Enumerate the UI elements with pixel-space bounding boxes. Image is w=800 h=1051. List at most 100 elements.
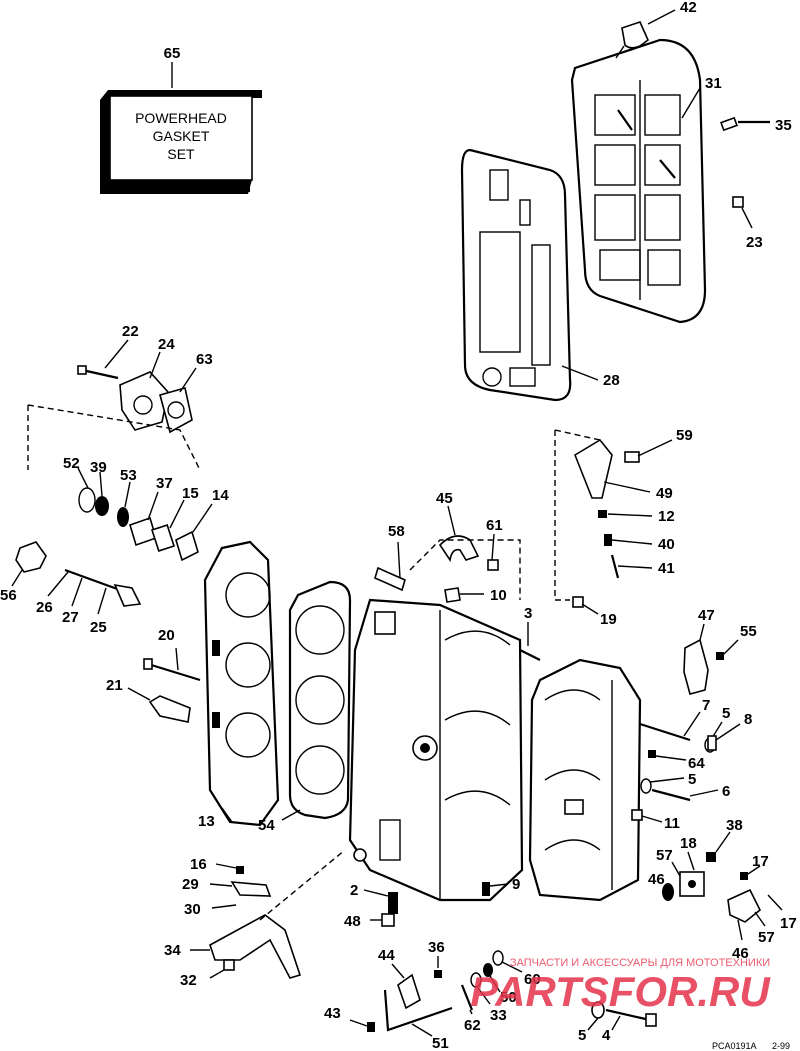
part-23-dowel: 23 <box>732 196 763 251</box>
callout-17a: 17 <box>752 853 769 870</box>
gasket-kit-box: POWERHEAD GASKET SET 65 <box>100 45 262 194</box>
callout-31: 31 <box>705 75 722 92</box>
callout-62: 62 <box>464 1017 481 1034</box>
callout-5a: 5 <box>722 705 730 722</box>
callout-14: 14 <box>212 487 229 504</box>
callout-34: 34 <box>164 942 181 959</box>
callout-49: 49 <box>656 485 673 502</box>
watermark-brand: PARTSFOR.RU <box>470 968 771 1015</box>
callout-17b: 17 <box>780 915 797 932</box>
callout-18: 18 <box>680 835 697 852</box>
callout-25: 25 <box>90 619 107 636</box>
callout-12: 12 <box>658 508 675 525</box>
callout-48: 48 <box>344 913 361 930</box>
callout-2: 2 <box>350 882 358 899</box>
exhaust-cover <box>570 38 707 324</box>
block-fasteners: 61 10 3 <box>444 517 541 661</box>
callout-29: 29 <box>182 876 199 893</box>
sensor-bracket-group: 38 18 57 46 17 46 57 17 <box>648 817 797 962</box>
callout-13: 13 <box>198 813 215 830</box>
callout-36: 36 <box>428 939 445 956</box>
callout-19: 19 <box>600 611 617 628</box>
figure-date: 2-99 <box>772 1041 790 1051</box>
callout-15: 15 <box>182 485 199 502</box>
cylinder-head: 13 <box>198 540 280 830</box>
callout-9: 9 <box>512 876 520 893</box>
thermostat-cover-group: 22 24 63 <box>27 323 213 471</box>
callout-40: 40 <box>658 536 675 553</box>
callout-61: 61 <box>486 517 503 534</box>
exhaust-gasket: 28 <box>460 148 620 402</box>
callout-59: 59 <box>676 427 693 444</box>
callout-37: 37 <box>156 475 173 492</box>
callout-3: 3 <box>524 605 532 622</box>
callout-35: 35 <box>775 117 792 134</box>
callout-55: 55 <box>740 623 757 640</box>
callout-50: 50 <box>500 989 517 1006</box>
kit-box-line-1: POWERHEAD <box>135 110 227 126</box>
callout-22: 22 <box>122 323 139 340</box>
callout-33: 33 <box>490 1007 507 1024</box>
callout-63: 63 <box>196 351 213 368</box>
crankcase-half <box>528 429 642 902</box>
callout-5b: 5 <box>688 771 696 788</box>
callout-11: 11 <box>664 815 680 832</box>
linkage-and-bolts: 47 55 7 5 8 64 5 6 11 <box>631 607 757 832</box>
callout-46a: 46 <box>648 871 665 888</box>
callout-27: 27 <box>62 609 79 626</box>
kit-box-line-2: GASKET <box>153 128 210 144</box>
callout-26: 26 <box>36 599 53 616</box>
callout-7: 7 <box>702 697 710 714</box>
callout-64: 64 <box>688 755 705 772</box>
callout-4: 4 <box>602 1027 611 1044</box>
choke-parts: 59 49 12 40 41 19 <box>572 427 693 628</box>
head-gasket: 54 <box>258 580 352 834</box>
callout-57b: 57 <box>758 929 775 946</box>
callout-60: 60 <box>524 971 541 988</box>
callout-21: 21 <box>106 677 123 694</box>
callout-47: 47 <box>698 607 715 624</box>
callout-42: 42 <box>680 0 697 16</box>
callout-43: 43 <box>324 1005 341 1022</box>
watermark-tagline: ЗАПЧАСТИ И АКСЕССУАРЫ ДЛЯ МОТОТЕХНИКИ <box>510 957 770 969</box>
callout-58: 58 <box>388 523 405 540</box>
head-bolt-and-plug: 20 21 <box>106 627 201 723</box>
callout-39: 39 <box>90 459 107 476</box>
callout-28: 28 <box>603 372 620 389</box>
callout-10: 10 <box>490 587 507 604</box>
callout-8: 8 <box>744 711 752 728</box>
cylinder-block <box>348 598 524 902</box>
callout-51: 51 <box>432 1035 449 1051</box>
callout-23: 23 <box>746 234 763 251</box>
callout-30: 30 <box>184 901 201 918</box>
callout-52: 52 <box>63 455 80 472</box>
callout-44: 44 <box>378 947 395 964</box>
bottom-bolt: 5 4 <box>578 1001 657 1044</box>
callout-53: 53 <box>120 467 137 484</box>
callout-32: 32 <box>180 972 197 989</box>
callout-57a: 57 <box>656 847 673 864</box>
throttle-arm-group: 16 29 30 34 32 <box>164 849 346 989</box>
part-42-plug: 42 <box>615 0 697 59</box>
sensor-parts: 56 26 27 25 <box>0 541 142 636</box>
part-35-bolt: 35 <box>720 116 792 134</box>
callout-65: 65 <box>164 45 181 62</box>
callout-16: 16 <box>190 856 207 873</box>
callout-45: 45 <box>436 490 453 507</box>
callout-38: 38 <box>726 817 743 834</box>
callout-20: 20 <box>158 627 175 644</box>
callout-5c: 5 <box>578 1027 586 1044</box>
callout-6: 6 <box>722 783 730 800</box>
figure-code: PCA0191A <box>712 1041 757 1051</box>
callout-56: 56 <box>0 587 17 604</box>
callout-24: 24 <box>158 336 175 353</box>
callout-54: 54 <box>258 817 275 834</box>
spring-parts: 2 48 9 <box>344 876 520 930</box>
hose-parts: 45 58 <box>374 490 521 600</box>
kit-box-line-3: SET <box>167 146 195 162</box>
callout-41: 41 <box>658 560 675 577</box>
watermark: ЗАПЧАСТИ И АКСЕССУАРЫ ДЛЯ МОТОТЕХНИКИ PA… <box>470 957 771 1015</box>
thermostat-parts-row: 52 39 53 37 15 14 <box>63 455 229 562</box>
